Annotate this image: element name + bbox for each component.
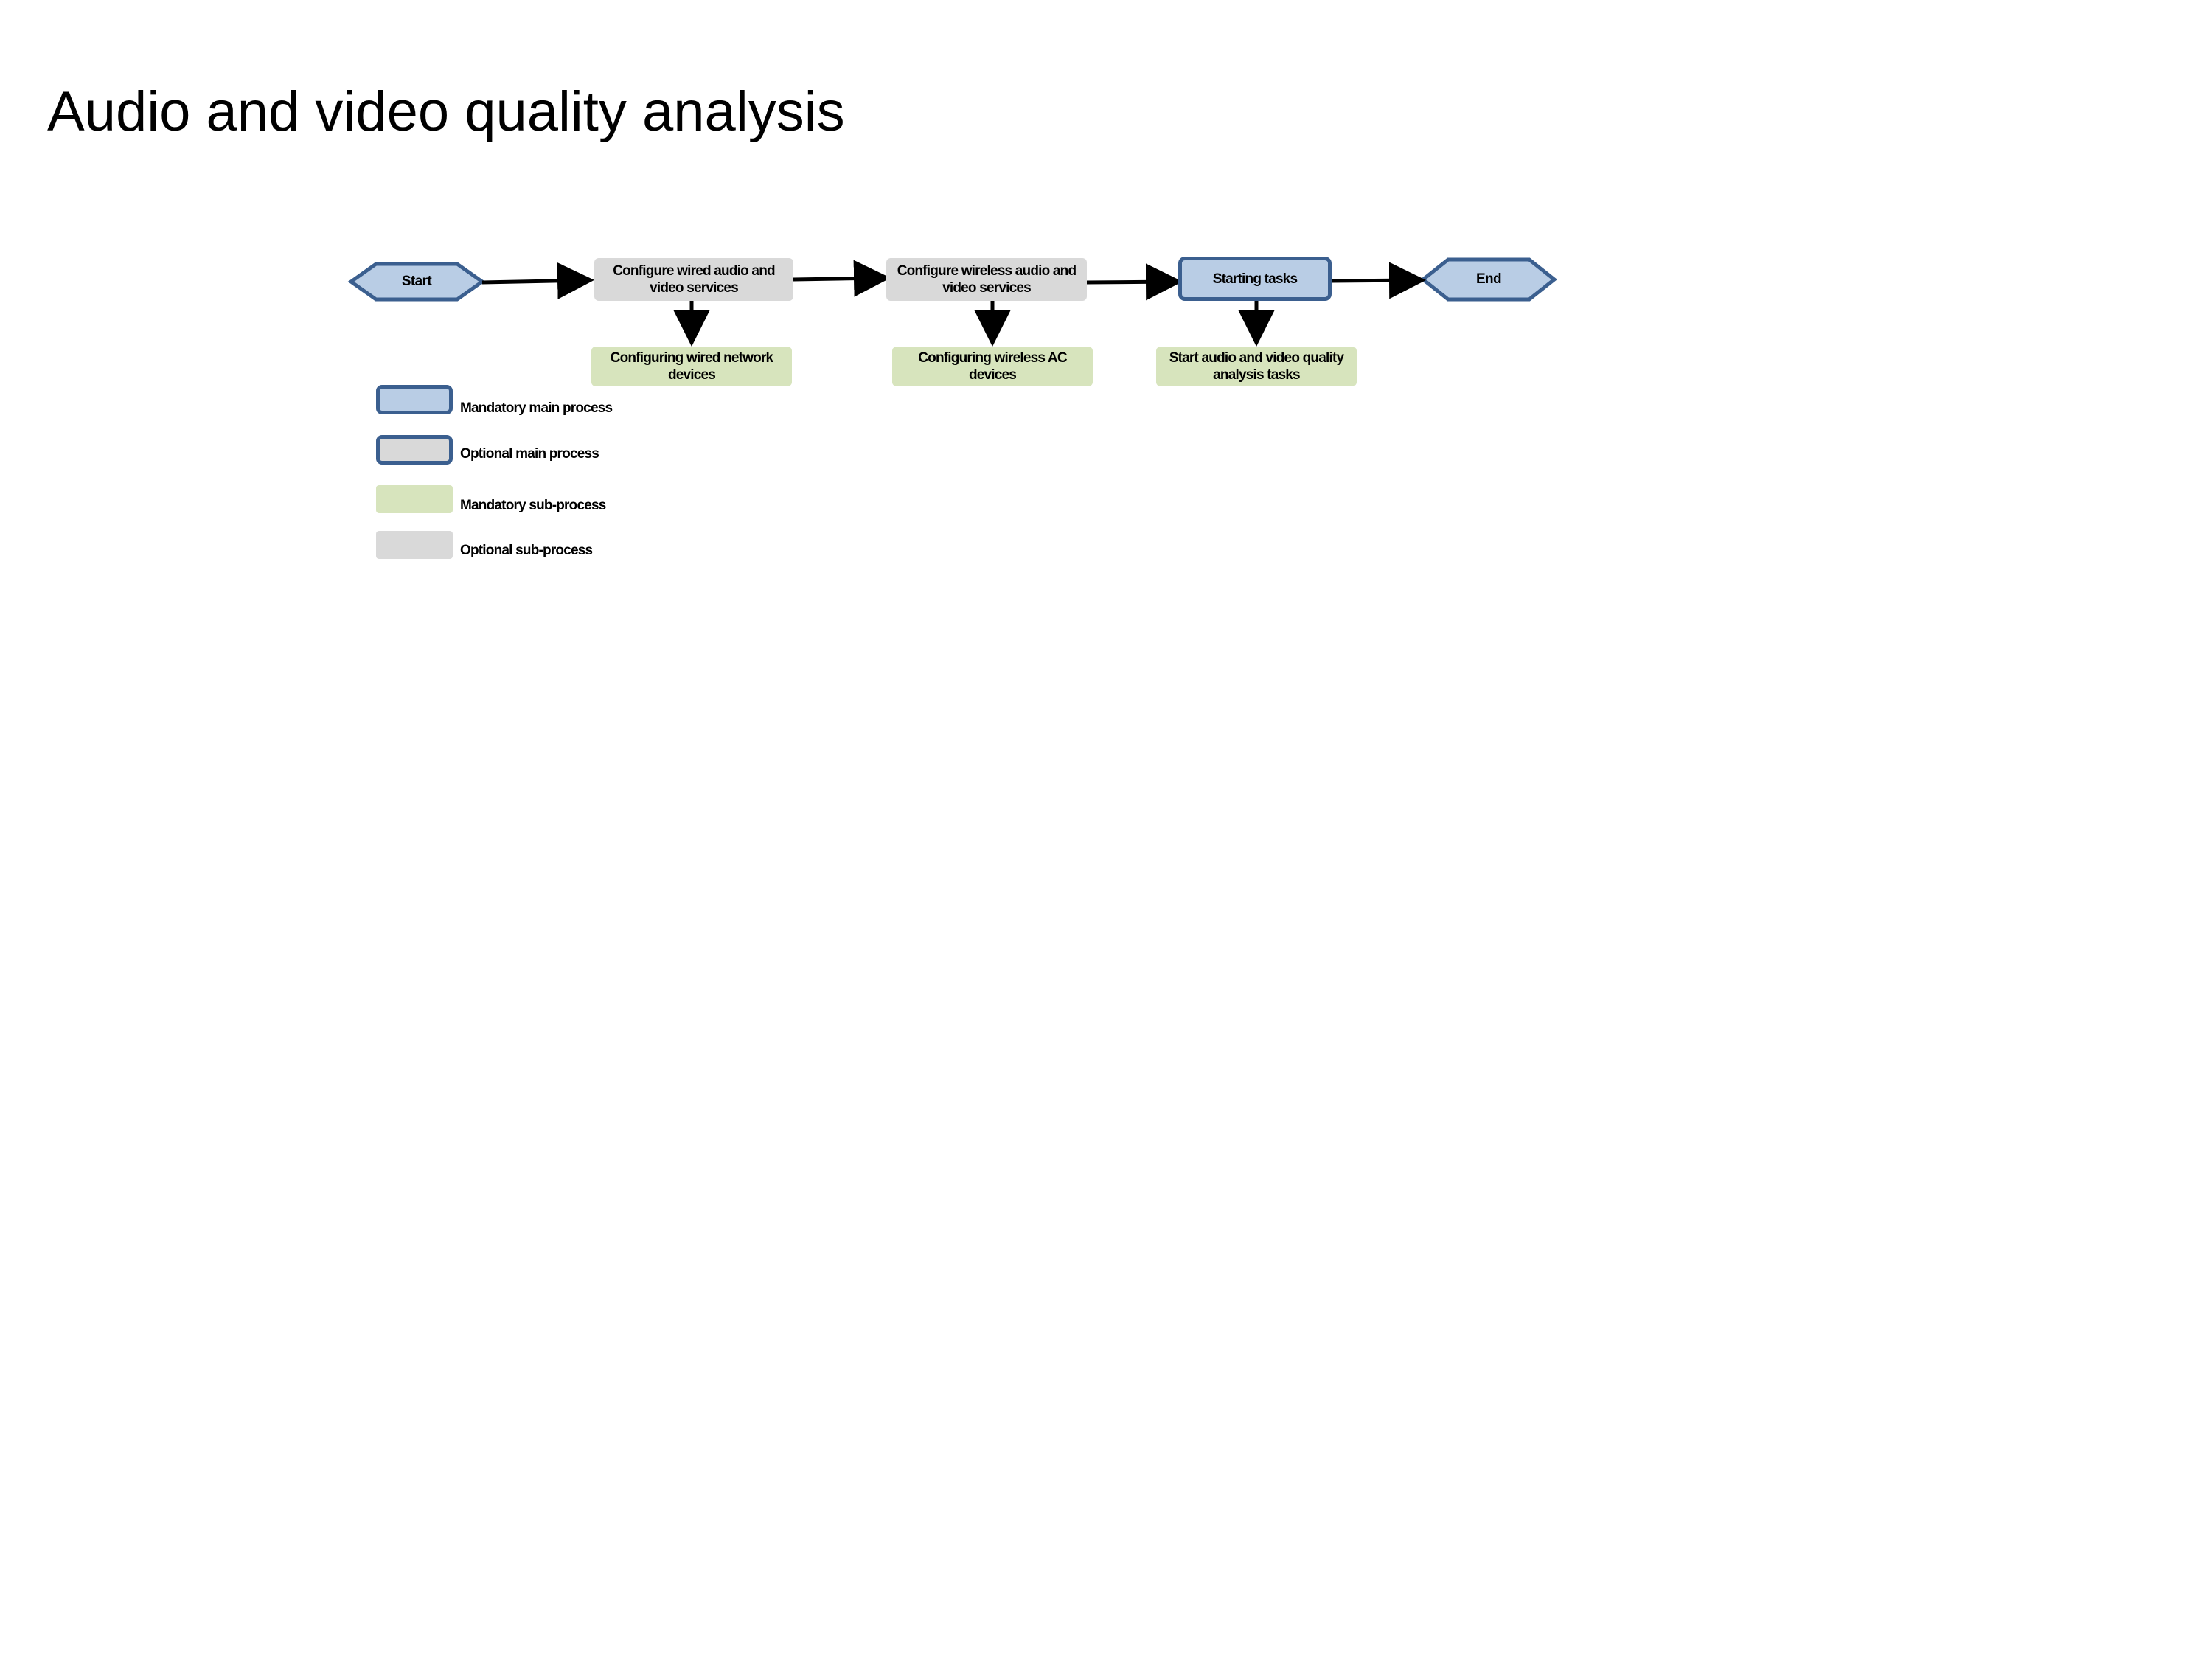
end-label: End: [1475, 271, 1502, 287]
legend-label-mandatory-main: Mandatory main process: [460, 400, 613, 416]
legend-swatch-mandatory-main: [376, 385, 453, 414]
legend-label-optional-sub: Optional sub-process: [460, 543, 593, 558]
legend-swatch-optional-sub: [376, 531, 453, 559]
step-starting-tasks[interactable]: Starting tasks: [1178, 257, 1332, 301]
page-title: Audio and video quality analysis: [47, 80, 845, 143]
step-configure-wireless-av[interactable]: Configure wireless audio and video servi…: [886, 258, 1087, 301]
substep-wireless-label: Configuring wireless AC devices: [918, 350, 1067, 383]
substep-configuring-wireless-ac-devices[interactable]: Configuring wireless AC devices: [892, 347, 1093, 386]
arrow-wired-to-wireless: [793, 260, 891, 297]
substep-configuring-wired-network-devices[interactable]: Configuring wired network devices: [591, 347, 792, 386]
arrow-tasks-to-end: [1331, 262, 1426, 299]
legend-swatch-mandatory-sub: [376, 485, 453, 513]
end-terminator: [1419, 257, 1558, 302]
step-configure-wireless-av-label: Configure wireless audio and video servi…: [897, 263, 1077, 296]
substep-start-av-quality-tasks[interactable]: Start audio and video quality analysis t…: [1156, 347, 1357, 386]
step-configure-wired-av[interactable]: Configure wired audio and video services: [594, 258, 793, 301]
step-configure-wired-av-label: Configure wired audio and video services: [613, 263, 775, 296]
start-label: Start: [401, 274, 432, 289]
arrow-start-to-wired: [481, 262, 594, 299]
step-starting-tasks-label: Starting tasks: [1212, 271, 1298, 287]
legend-label-mandatory-sub: Mandatory sub-process: [460, 498, 606, 513]
legend-label-optional-main: Optional main process: [460, 446, 599, 462]
legend-swatch-optional-main: [376, 435, 453, 465]
substep-wired-label: Configuring wired network devices: [610, 350, 773, 383]
substep-tasks-label: Start audio and video quality analysis t…: [1169, 350, 1344, 383]
